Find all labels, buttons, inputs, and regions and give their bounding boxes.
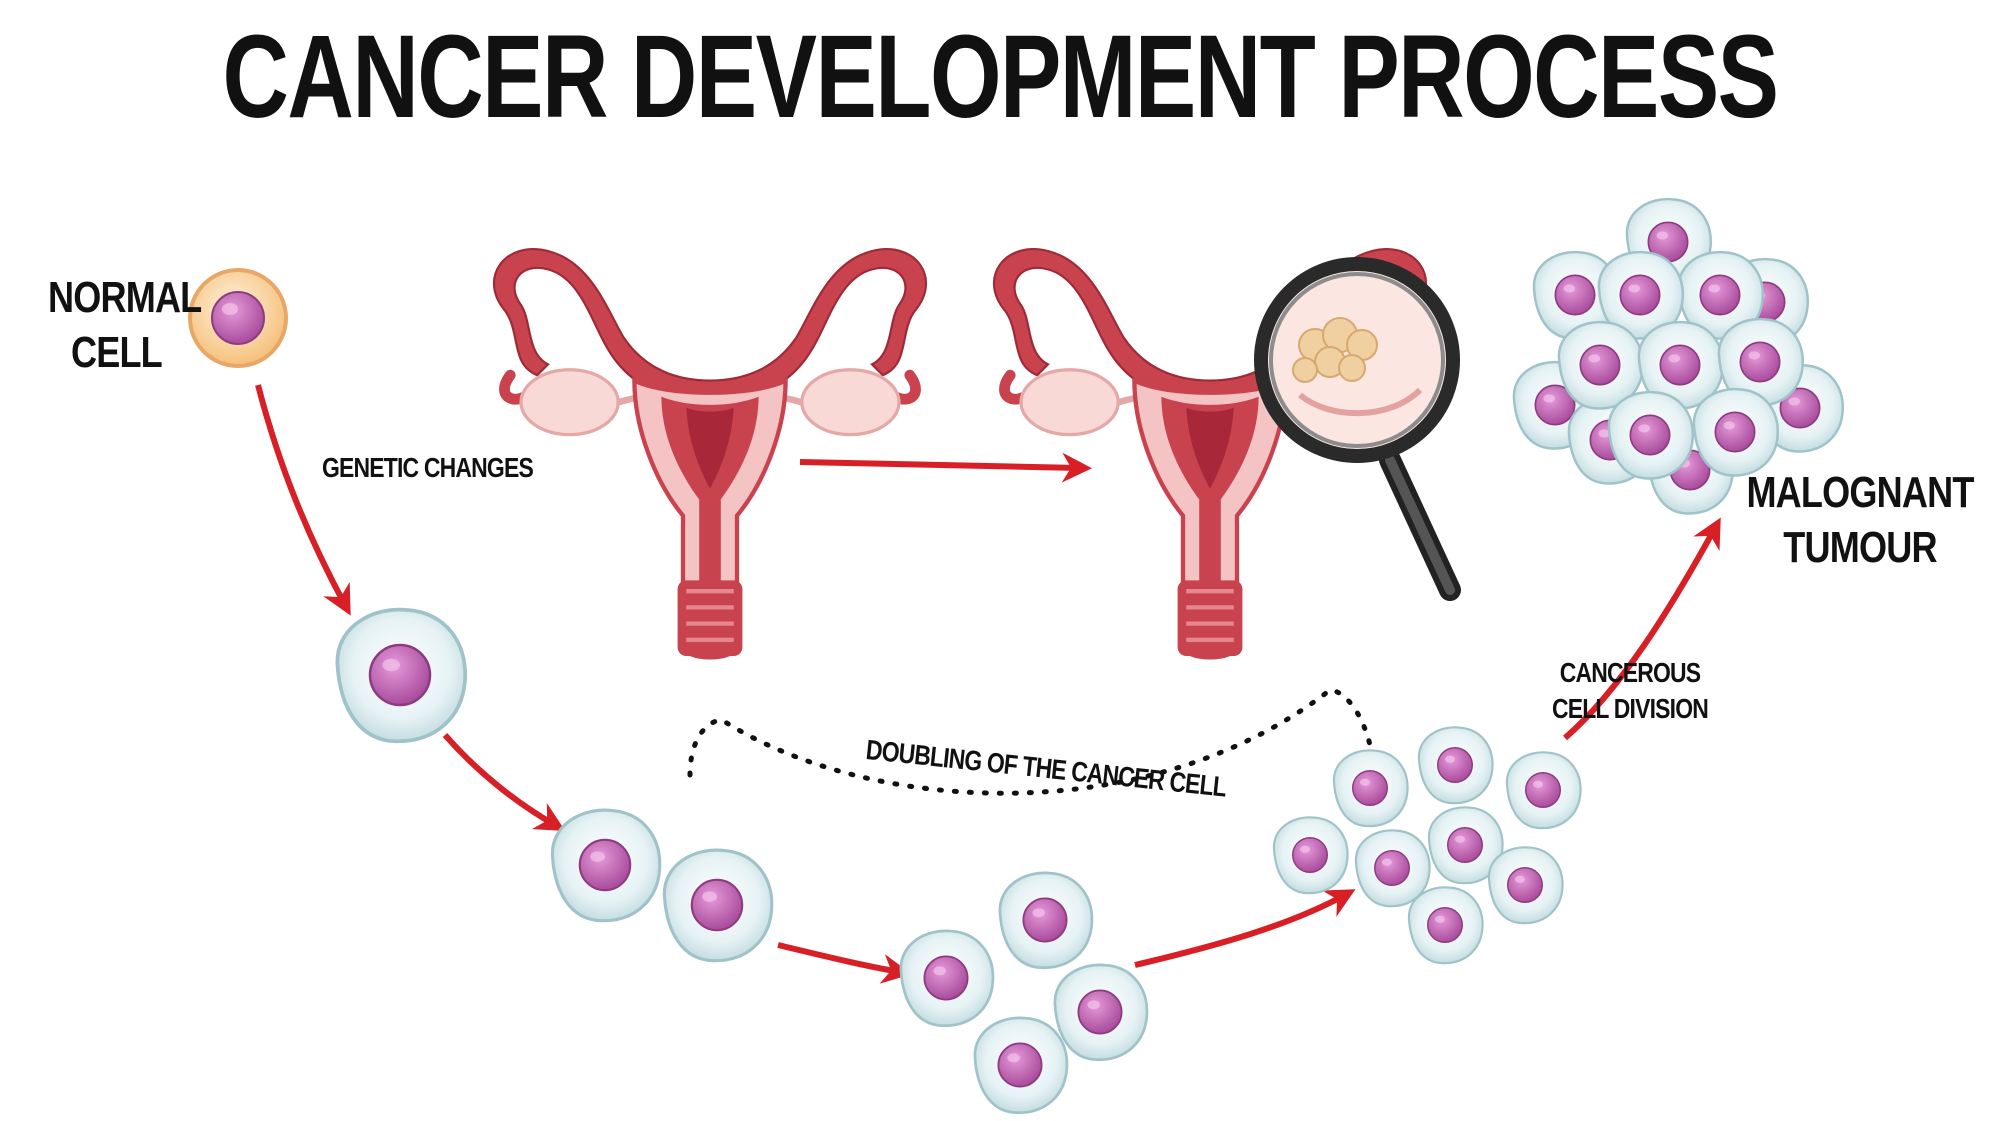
malignant-tumour-line1: MALOGNANT (1746, 468, 1974, 517)
cancerous-division-line2: CELL DIVISION (1551, 693, 1709, 725)
cancer-cells-4 (899, 871, 1149, 1115)
cancer-cell-1 (335, 607, 468, 744)
cancerous-division-line1: CANCEROUS (1559, 657, 1701, 688)
malignant-tumour-line2: TUMOUR (1783, 523, 1937, 572)
page-title: CANCER DEVELOPMENT PROCESS (222, 11, 1779, 143)
malignant-tumour-label: MALOGNANT TUMOUR (1737, 465, 1983, 575)
uterus-icon (494, 249, 926, 657)
tumour-mass (1292, 317, 1378, 383)
cancer-cells-8 (1272, 726, 1582, 965)
arrow-to-eight-cells (1134, 889, 1356, 968)
normal-cell (188, 268, 288, 368)
arrow-to-four-cells (777, 942, 912, 984)
cancerous-cell-division-label: CANCEROUS CELL DIVISION (1523, 655, 1736, 728)
genetic-changes-label: GENETIC CHANGES (322, 452, 534, 483)
normal-cell-label: NORMAL CELL (48, 270, 202, 380)
uterus-arrow (799, 452, 1092, 483)
arrow-to-tumour (1563, 517, 1721, 741)
arrow-to-two-cells (442, 733, 566, 831)
cancer-cells-2 (550, 808, 774, 963)
normal-cell-label-line2: CELL (70, 328, 163, 377)
normal-cell-label-line1: NORMAL (48, 273, 202, 322)
doubling-bracket (687, 687, 1373, 796)
arrow-genetic-changes (255, 384, 351, 616)
magnifying-glass-icon (1254, 257, 1461, 601)
